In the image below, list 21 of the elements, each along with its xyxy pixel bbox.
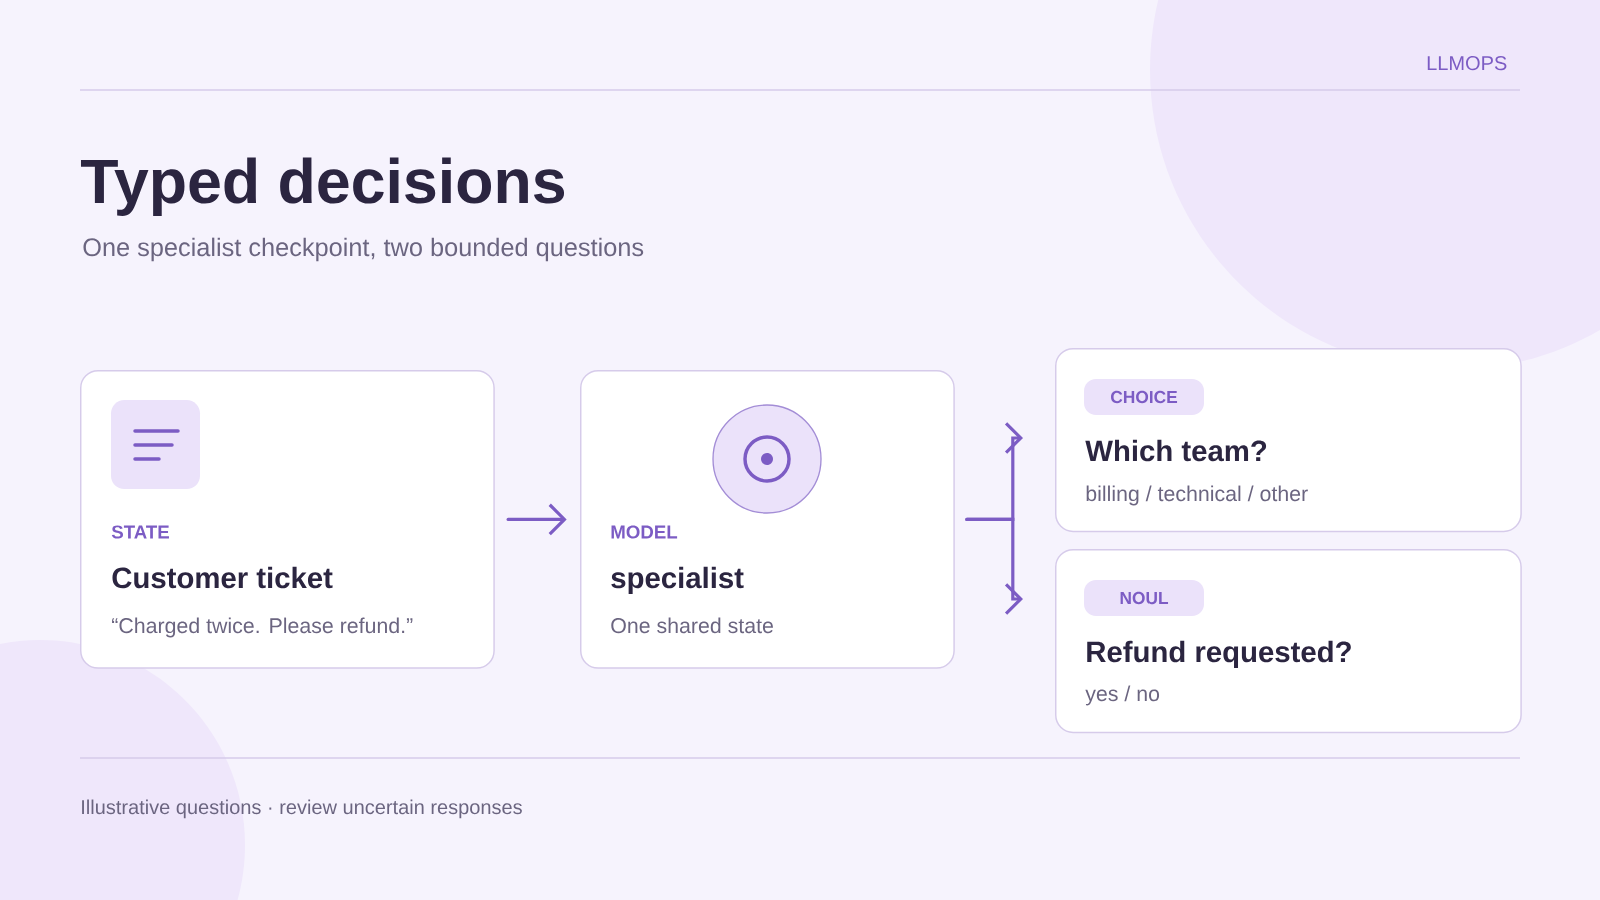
tag-chip: NOUL (1084, 580, 1204, 616)
card (1055, 549, 1522, 734)
card (80, 370, 495, 669)
card-title: Which team? (1085, 439, 1267, 462)
category-label: STATE (111, 525, 169, 539)
category-label: LLMOPS (1427, 56, 1507, 71)
tag-chip: CHOICE (1084, 379, 1204, 415)
card-title: Customer ticket (112, 566, 333, 589)
card (580, 370, 955, 669)
card-subtitle: One shared state (611, 617, 773, 634)
category-label: MODEL (611, 525, 678, 539)
footnote: Illustrative questions · review uncertain responses (82, 799, 522, 819)
card-title: specialist (611, 566, 744, 595)
card-subtitle: yes / no (1085, 685, 1160, 706)
title: Typed decisions (81, 157, 565, 216)
card-subtitle: “Charged twice. Please refund.” (112, 617, 413, 638)
card-subtitle: billing / technical / other (1086, 485, 1308, 506)
subtitle: One specialist checkpoint, two bounded questions (83, 237, 644, 262)
card-title: Refund requested? (1087, 640, 1351, 669)
arrow (965, 517, 1023, 615)
card (1055, 348, 1522, 533)
